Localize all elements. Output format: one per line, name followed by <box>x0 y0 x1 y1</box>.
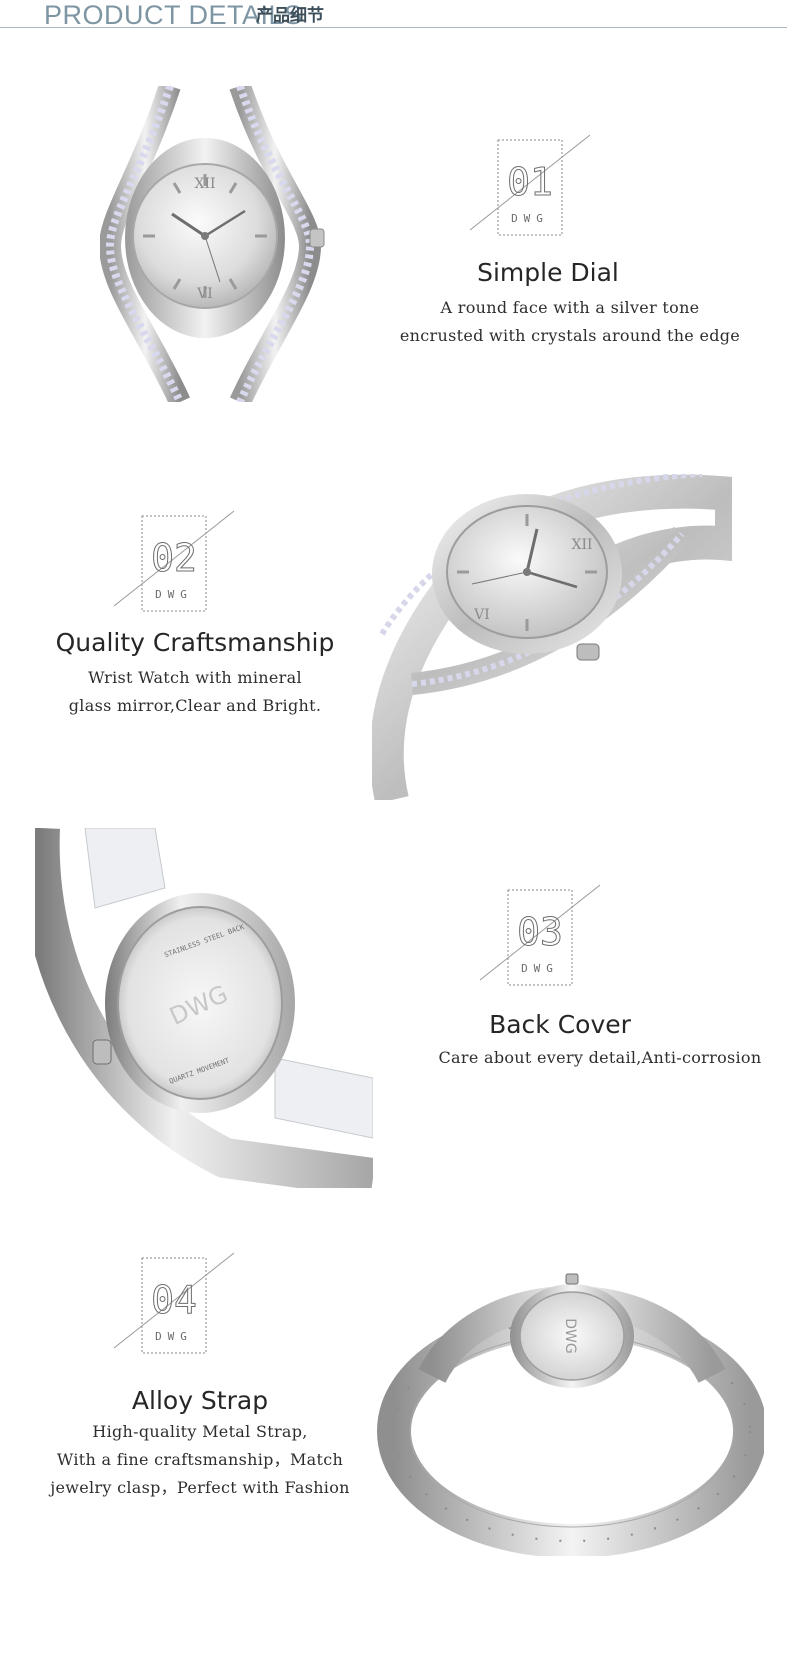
svg-text:DWG: DWG <box>155 1330 193 1343</box>
feature-title-01: Simple Dial <box>477 258 619 287</box>
feature-desc-01: A round face with a silver tone encruste… <box>392 294 748 350</box>
feature-desc-02: Wrist Watch with mineral glass mirror,Cl… <box>40 664 350 720</box>
feature-title-03: Back Cover <box>489 1010 631 1039</box>
svg-text:DWG: DWG <box>155 588 193 601</box>
feature-badge-02: 02 DWG <box>114 506 234 626</box>
watch-angle-photo: XII VI <box>372 474 732 800</box>
svg-text:VI: VI <box>473 607 490 623</box>
feature-desc-04: High-quality Metal Strap, With a fine cr… <box>30 1418 370 1502</box>
feature-desc-line: High-quality Metal Strap, <box>92 1422 308 1441</box>
feature-desc-line: Care about every detail,Anti-corrosion <box>438 1048 762 1067</box>
page-header: PRODUCT DETAILS 产品细节 <box>0 0 787 30</box>
feature-desc-line: Wrist Watch with mineral <box>88 668 302 687</box>
feature-badge-04: 04 DWG <box>114 1248 234 1368</box>
feature-title-04: Alloy Strap <box>131 1386 269 1415</box>
feature-title-02: Quality Craftsmanship <box>55 628 335 657</box>
feature-desc-line: glass mirror,Clear and Bright. <box>68 696 322 715</box>
header-divider <box>0 27 787 28</box>
svg-text:01: 01 <box>507 160 553 204</box>
svg-text:DWG: DWG <box>521 962 559 975</box>
feature-desc-line: jewelry clasp，Perfect with Fashion <box>50 1478 350 1497</box>
feature-desc-03: Care about every detail,Anti-corrosion <box>420 1044 780 1072</box>
feature-badge-03: 03 DWG <box>480 880 600 1000</box>
watch-front-photo: XII VI <box>100 86 330 402</box>
feature-desc-line: With a fine craftsmanship，Match <box>56 1450 344 1469</box>
svg-text:04: 04 <box>151 1278 197 1322</box>
feature-desc-line: A round face with a silver tone <box>440 298 700 317</box>
svg-text:XII: XII <box>194 176 215 192</box>
watch-strap-photo: DWG <box>372 1256 764 1556</box>
svg-text:XII: XII <box>571 537 592 553</box>
feature-badge-01: 01 DWG <box>470 130 590 250</box>
svg-text:02: 02 <box>151 536 197 580</box>
feature-desc-line: encrusted with crystals around the edge <box>399 326 741 345</box>
watch-back-photo: DWG STAINLESS STEEL BACK QUARTZ MOVEMENT <box>35 828 373 1188</box>
svg-text:VI: VI <box>196 286 213 302</box>
svg-text:03: 03 <box>517 910 563 954</box>
svg-text:DWG: DWG <box>511 212 549 225</box>
header-title-cn: 产品细节 <box>256 6 324 26</box>
svg-text:DWG: DWG <box>562 1318 578 1353</box>
header-title: PRODUCT DETAILS <box>44 0 303 30</box>
